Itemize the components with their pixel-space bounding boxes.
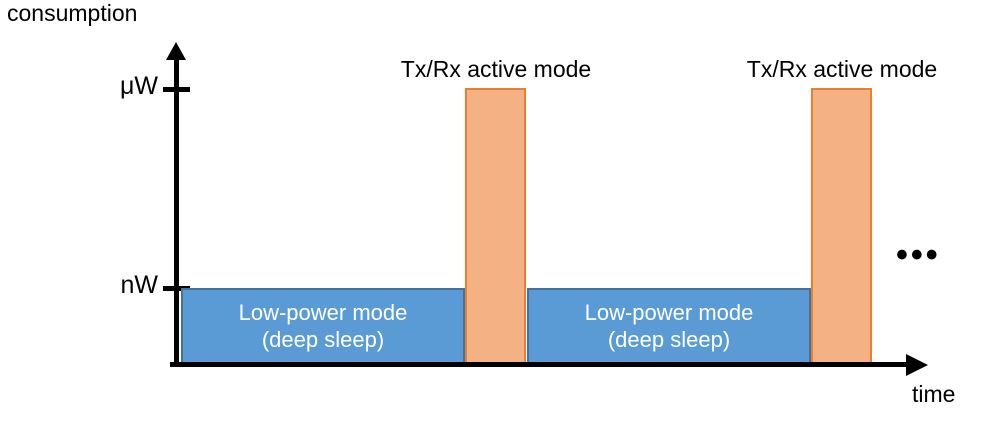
low-power-mode-block-1-line2: (deep sleep) bbox=[261, 327, 385, 352]
y-tick-mark-nw bbox=[163, 286, 190, 291]
tx-rx-active-mode-block-2 bbox=[811, 88, 872, 364]
low-power-mode-block-2-line1: Low-power mode bbox=[584, 299, 754, 325]
low-power-mode-block-2-line2: (deep sleep) bbox=[607, 327, 731, 352]
low-power-mode-block-1: Low-power mode (deep sleep) bbox=[181, 288, 465, 364]
x-axis-arrow-icon bbox=[906, 354, 928, 376]
y-tick-mark-uw bbox=[163, 87, 190, 92]
annotation-tx-rx-active-mode-1: Tx/Rx active mode bbox=[400, 56, 592, 82]
y-axis-line bbox=[174, 56, 179, 366]
continuation-ellipsis: ••• bbox=[896, 236, 941, 274]
y-tick-label-nw: nW bbox=[120, 271, 159, 299]
x-axis-line bbox=[170, 362, 922, 367]
low-power-mode-block-1-line1: Low-power mode bbox=[238, 299, 408, 325]
y-axis-title: consumption bbox=[7, 0, 138, 26]
x-axis-title: time bbox=[912, 381, 956, 407]
tx-rx-active-mode-block-1 bbox=[465, 88, 526, 364]
y-tick-label-uw: μW bbox=[119, 72, 158, 100]
low-power-mode-block-2: Low-power mode (deep sleep) bbox=[527, 288, 811, 364]
annotation-tx-rx-active-mode-2: Tx/Rx active mode bbox=[746, 56, 938, 82]
y-axis-arrow-icon bbox=[166, 42, 186, 60]
